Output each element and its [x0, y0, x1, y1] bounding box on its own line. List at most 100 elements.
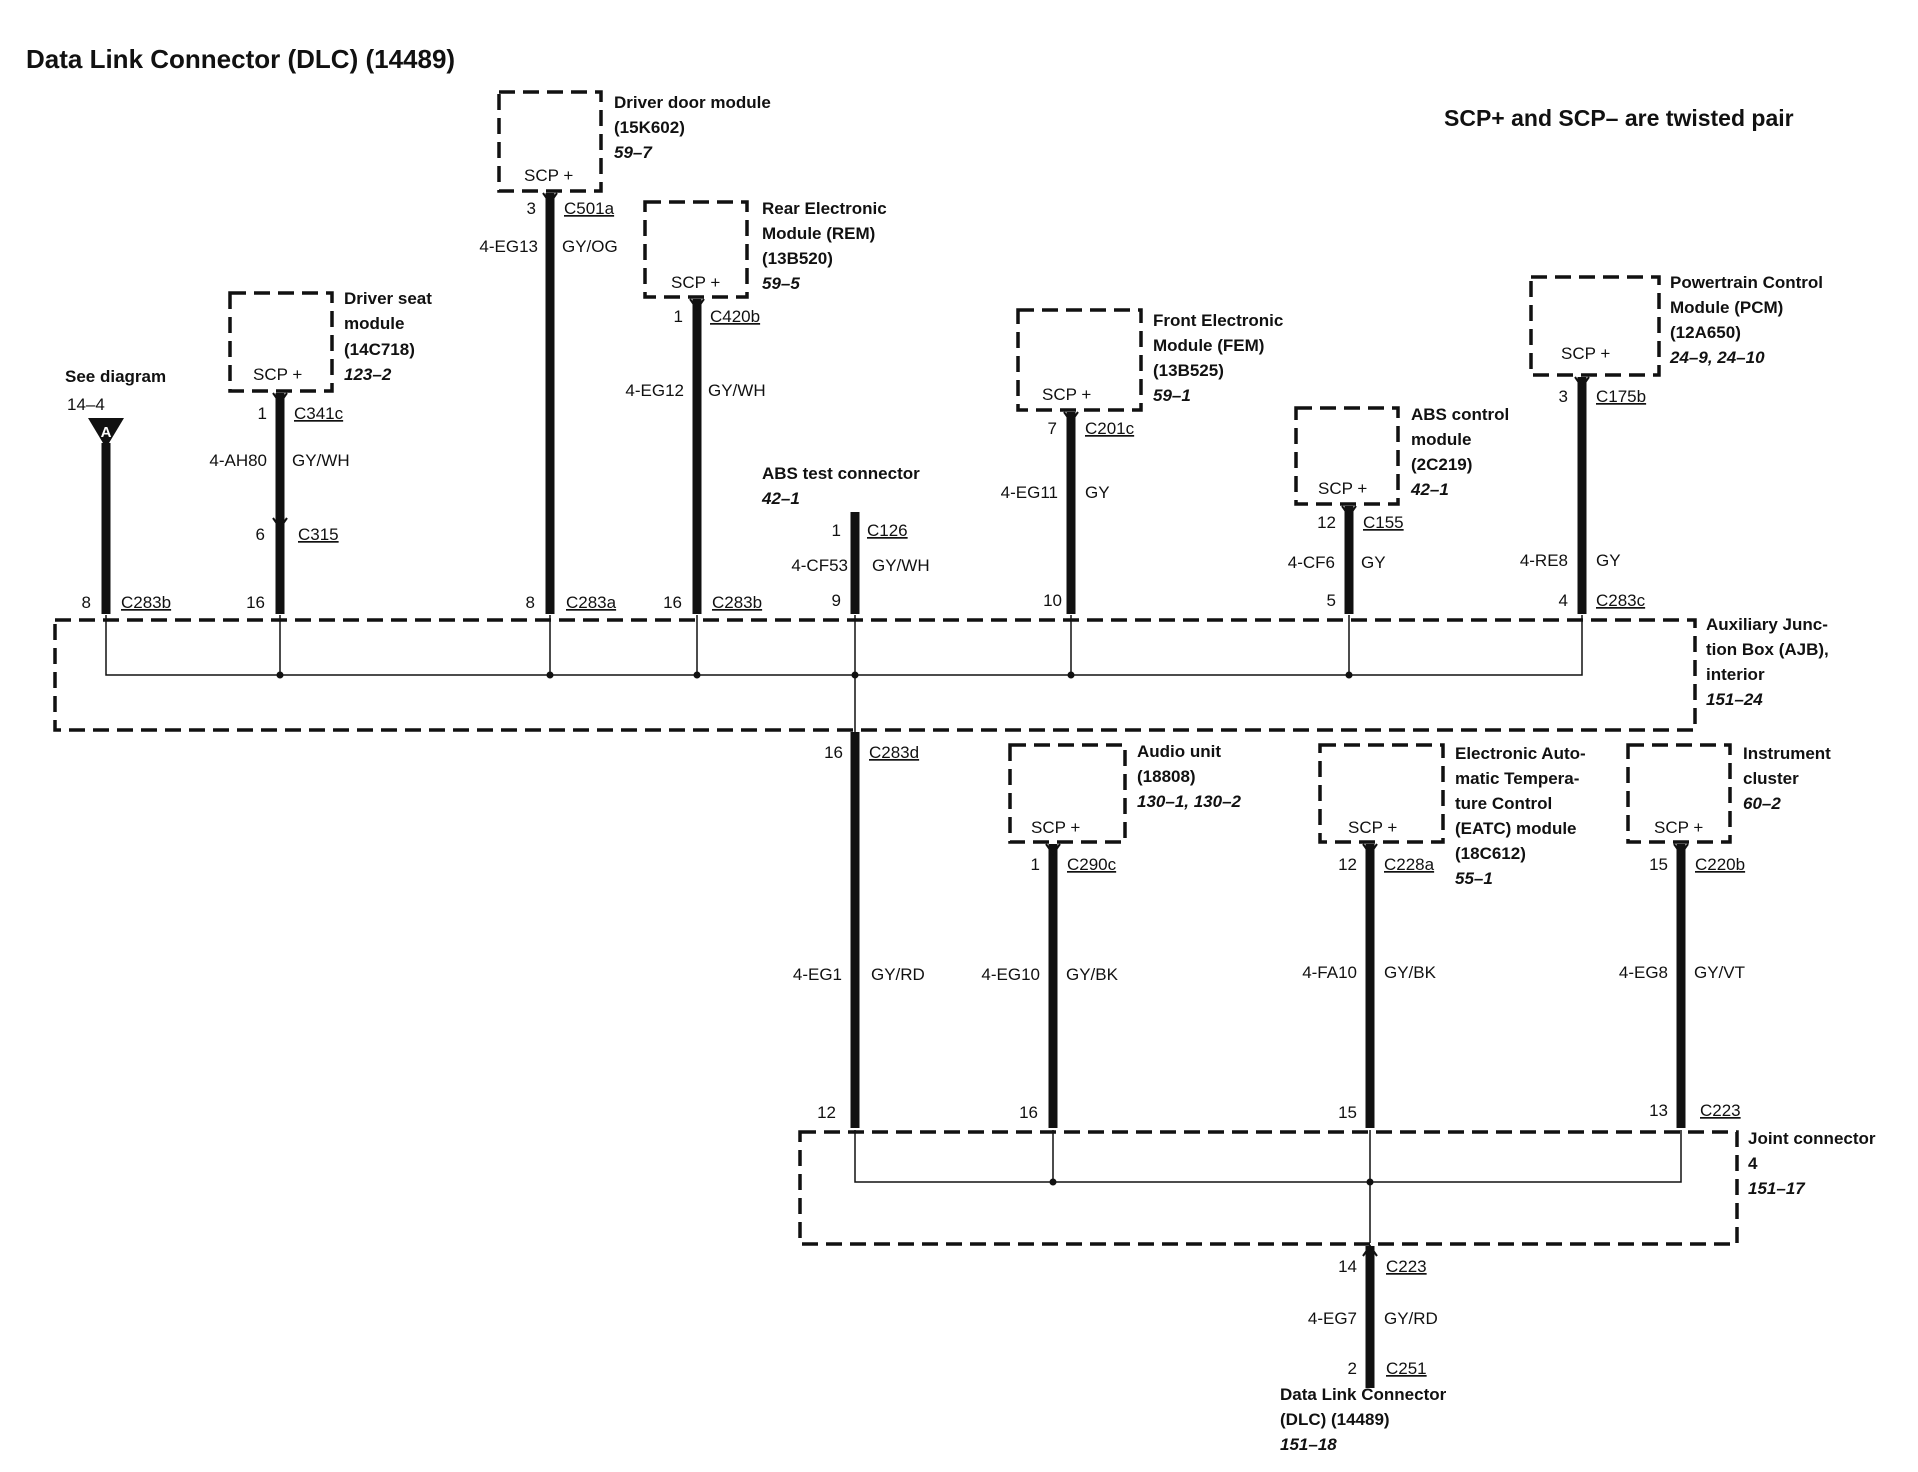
eatc-module-label: Electronic Auto- matic Tempera- ture Con… [1455, 744, 1586, 888]
svg-text:(12A650): (12A650) [1670, 323, 1741, 342]
svg-text:Audio unit: Audio unit [1137, 742, 1221, 761]
ajb-out-circuit: 4-EG1 [793, 965, 842, 984]
ajb-internal-bus [105, 615, 1583, 745]
cluster-scp-label: SCP + [1654, 818, 1703, 837]
wire-cluster: 15 C220b 4-EG8 GY/VT 13 C223 [1619, 843, 1745, 1128]
pcm-ajb-conn: C283c [1596, 591, 1646, 610]
rem-conn: C420b [710, 307, 760, 326]
svg-text:(18808): (18808) [1137, 767, 1196, 786]
driver-door-scp-label: SCP + [524, 166, 573, 185]
svg-text:Module (REM): Module (REM) [762, 224, 875, 243]
eatc-wire-color: GY/BK [1384, 963, 1437, 982]
svg-text:59–5: 59–5 [762, 274, 800, 293]
svg-text:Powertrain Control: Powertrain Control [1670, 273, 1823, 292]
driver-seat-module-box [228, 291, 334, 393]
svg-text:(2C219): (2C219) [1411, 455, 1472, 474]
fem-ajb-pin: 10 [1043, 591, 1062, 610]
svg-text:55–1: 55–1 [1455, 869, 1493, 888]
wire-dlc: 14 C223 4-EG7 GY/RD 2 C251 [1308, 1244, 1438, 1388]
wire-ajb-to-joint: 16 C283d 4-EG1 GY/RD 12 [793, 732, 925, 1128]
svg-text:matic Tempera-: matic Tempera- [1455, 769, 1579, 788]
twisted-pair-note: SCP+ and SCP– are twisted pair [1444, 105, 1794, 131]
svg-text:Driver door module: Driver door module [614, 93, 771, 112]
wire-pcm: 3 C175b 4-RE8 GY 4 C283c [1520, 376, 1646, 614]
driver-seat-conn: C341c [294, 404, 344, 423]
joint-connector-bus [854, 1130, 1682, 1243]
svg-text:42–1: 42–1 [761, 489, 800, 508]
page-title: Data Link Connector (DLC) (14489) [26, 44, 455, 74]
abs-test-wire-color: GY/WH [872, 556, 930, 575]
audio-joint-pin: 16 [1019, 1103, 1038, 1122]
cluster-joint-conn: C223 [1700, 1101, 1741, 1120]
cluster-pin: 15 [1649, 855, 1668, 874]
marker-a-letter: A [101, 424, 112, 441]
abs-module-box [1294, 406, 1400, 506]
driver-door-pin: 3 [527, 199, 536, 218]
audio-box [1008, 743, 1127, 844]
driver-seat-module-label: Driver seat module (14C718) 123–2 [344, 289, 432, 384]
cluster-joint-pin: 13 [1649, 1101, 1668, 1120]
fem-scp-label: SCP + [1042, 385, 1091, 404]
svg-text:(15K602): (15K602) [614, 118, 685, 137]
pcm-ajb-pin: 4 [1559, 591, 1568, 610]
svg-text:module: module [1411, 430, 1471, 449]
pcm-box [1529, 275, 1661, 377]
abs-module-conn: C155 [1363, 513, 1404, 532]
audio-wire-color: GY/BK [1066, 965, 1119, 984]
joint-connector-box [798, 1130, 1739, 1246]
svg-text:ture Control: ture Control [1455, 794, 1552, 813]
svg-text:Driver seat: Driver seat [344, 289, 432, 308]
svg-text:Instrument: Instrument [1743, 744, 1831, 763]
fem-box [1016, 308, 1143, 412]
fem-pin: 7 [1048, 419, 1057, 438]
ajb-label: Auxiliary Junc- tion Box (AJB), interior… [1706, 615, 1829, 709]
abs-test-connector-label: ABS test connector 42–1 [761, 464, 920, 508]
fem-conn: C201c [1085, 419, 1135, 438]
wire-abs-test: 1 C126 4-CF53 GY/WH 9 [791, 512, 930, 614]
svg-text:42–1: 42–1 [1410, 480, 1449, 499]
wire-driver-seat: 1 C341c 4-AH80 GY/WH 6 C315 16 [209, 392, 350, 614]
pcm-circuit: 4-RE8 [1520, 551, 1568, 570]
svg-text:130–1, 130–2: 130–1, 130–2 [1137, 792, 1242, 811]
dlc-label: Data Link Connector (DLC) (14489) 151–18 [1280, 1385, 1447, 1454]
fem-label: Front Electronic Module (FEM) (13B525) 5… [1153, 311, 1283, 405]
pcm-label: Powertrain Control Module (PCM) (12A650)… [1669, 273, 1823, 367]
abs-module-circuit: 4-CF6 [1288, 553, 1335, 572]
pcm-wire-color: GY [1596, 551, 1621, 570]
svg-text:tion Box (AJB),: tion Box (AJB), [1706, 640, 1829, 659]
svg-text:60–2: 60–2 [1743, 794, 1781, 813]
svg-text:Data Link Connector: Data Link Connector [1280, 1385, 1447, 1404]
svg-text:(13B520): (13B520) [762, 249, 833, 268]
see-diagram-ref: 14–4 [67, 395, 105, 414]
dlc-bottom-pin: 2 [1348, 1359, 1357, 1378]
abs-module-label: ABS control module (2C219) 42–1 [1410, 405, 1509, 499]
wire-eatc: 12 C228a 4-FA10 GY/BK 15 [1302, 843, 1437, 1128]
eatc-pin: 12 [1338, 855, 1357, 874]
svg-text:59–1: 59–1 [1153, 386, 1191, 405]
rem-label: Rear Electronic Module (REM) (13B520) 59… [762, 199, 887, 293]
svg-text:59–7: 59–7 [614, 143, 653, 162]
driver-door-ajb-pin: 8 [526, 593, 535, 612]
see-diagram-ajb-conn: C283b [121, 593, 171, 612]
driver-door-wire-color: GY/OG [562, 237, 618, 256]
audio-scp-label: SCP + [1031, 818, 1080, 837]
driver-door-module-label: Driver door module (15K602) 59–7 [614, 93, 771, 162]
driver-door-module-box [497, 90, 603, 193]
svg-text:cluster: cluster [1743, 769, 1799, 788]
svg-text:module: module [344, 314, 404, 333]
ajb-out-wire-color: GY/RD [871, 965, 925, 984]
connector-marker-a-icon [88, 418, 124, 448]
svg-text:Auxiliary Junc-: Auxiliary Junc- [1706, 615, 1828, 634]
abs-module-ajb-pin: 5 [1327, 591, 1336, 610]
eatc-box [1318, 743, 1445, 844]
abs-module-pin: 12 [1317, 513, 1336, 532]
abs-module-scp-label: SCP + [1318, 479, 1367, 498]
wire-fem: 7 C201c 4-EG11 GY 10 [1001, 411, 1135, 614]
svg-text:Front Electronic: Front Electronic [1153, 311, 1283, 330]
svg-text:ABS test connector: ABS test connector [762, 464, 920, 483]
svg-text:Module (PCM): Module (PCM) [1670, 298, 1783, 317]
wire-rem: 1 C420b 4-EG12 GY/WH 16 C283b [625, 298, 766, 614]
driver-seat-scp-label: SCP + [253, 365, 302, 384]
see-diagram-ajb-pin: 8 [82, 593, 91, 612]
